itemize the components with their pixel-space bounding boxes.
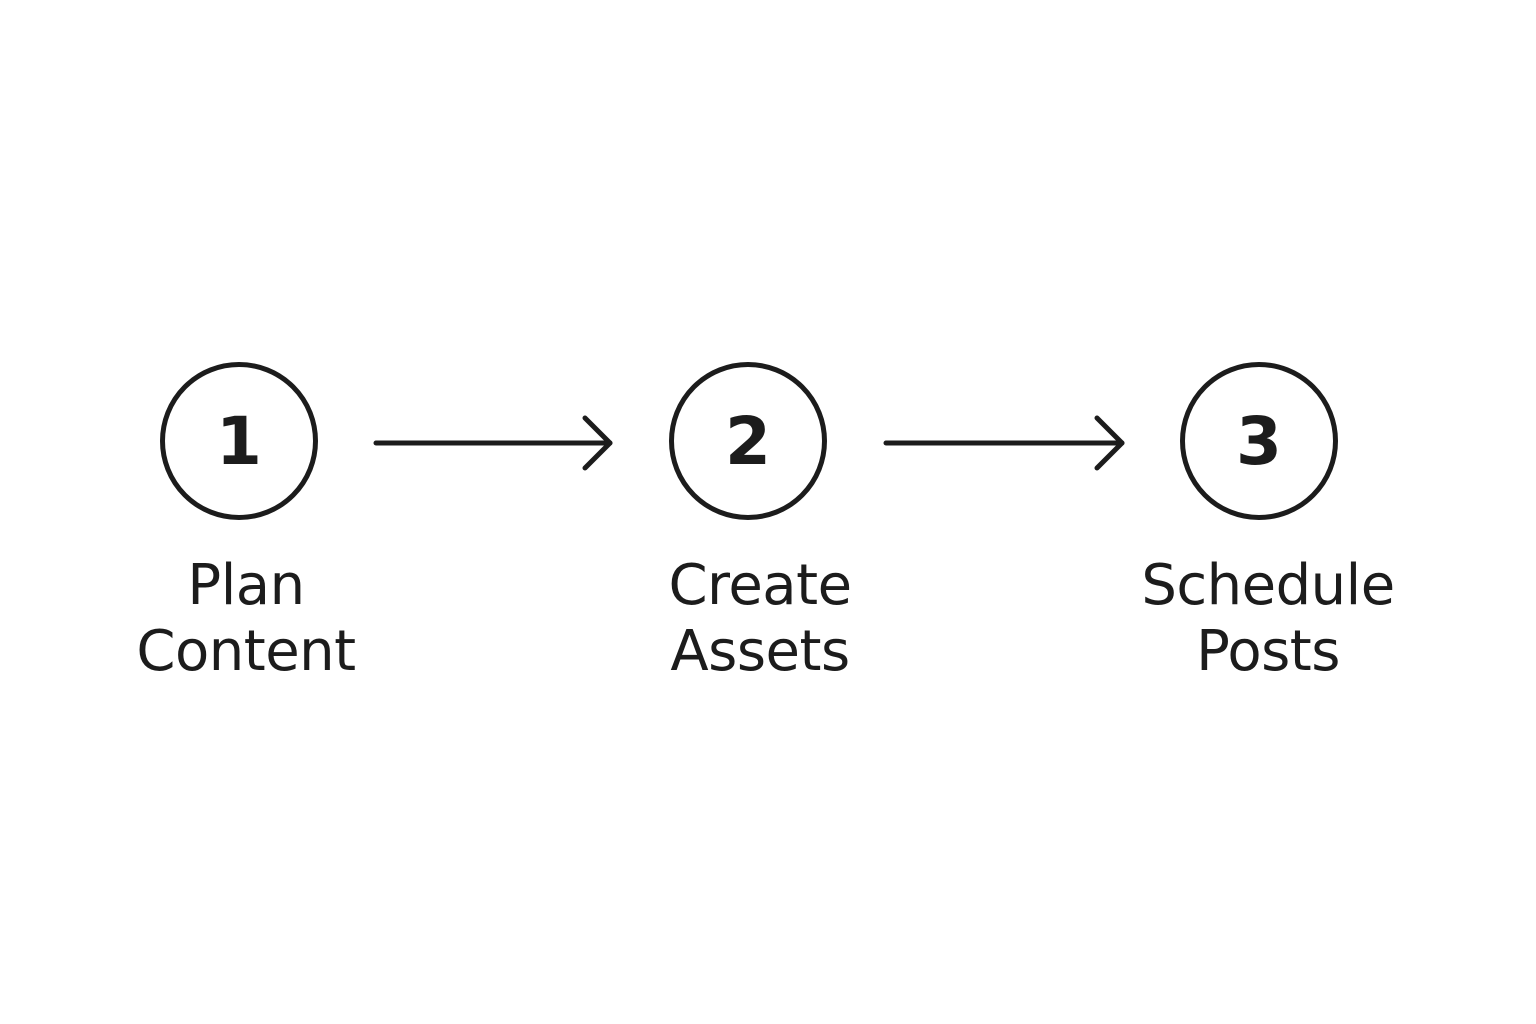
step-3-label: Schedule Posts	[1118, 553, 1418, 685]
step-2-number: 2	[725, 403, 771, 480]
right-arrow-icon	[883, 415, 1125, 471]
step-2-label-line-2: Assets	[670, 619, 850, 684]
step-3-label-line-1: Schedule	[1141, 553, 1395, 618]
step-3-circle: 3	[1180, 362, 1338, 520]
step-1-label: Plan Content	[96, 553, 396, 685]
step-2-circle: 2	[669, 362, 827, 520]
step-2-label: Create Assets	[610, 553, 910, 685]
step-1-number: 1	[216, 403, 262, 480]
right-arrow-icon	[373, 415, 613, 471]
step-3-label-line-2: Posts	[1196, 619, 1340, 684]
step-3-number: 3	[1236, 403, 1282, 480]
step-2-label-line-1: Create	[668, 553, 852, 618]
step-1-circle: 1	[160, 362, 318, 520]
step-1-label-line-1: Plan	[187, 553, 305, 618]
step-1-label-line-2: Content	[136, 619, 356, 684]
